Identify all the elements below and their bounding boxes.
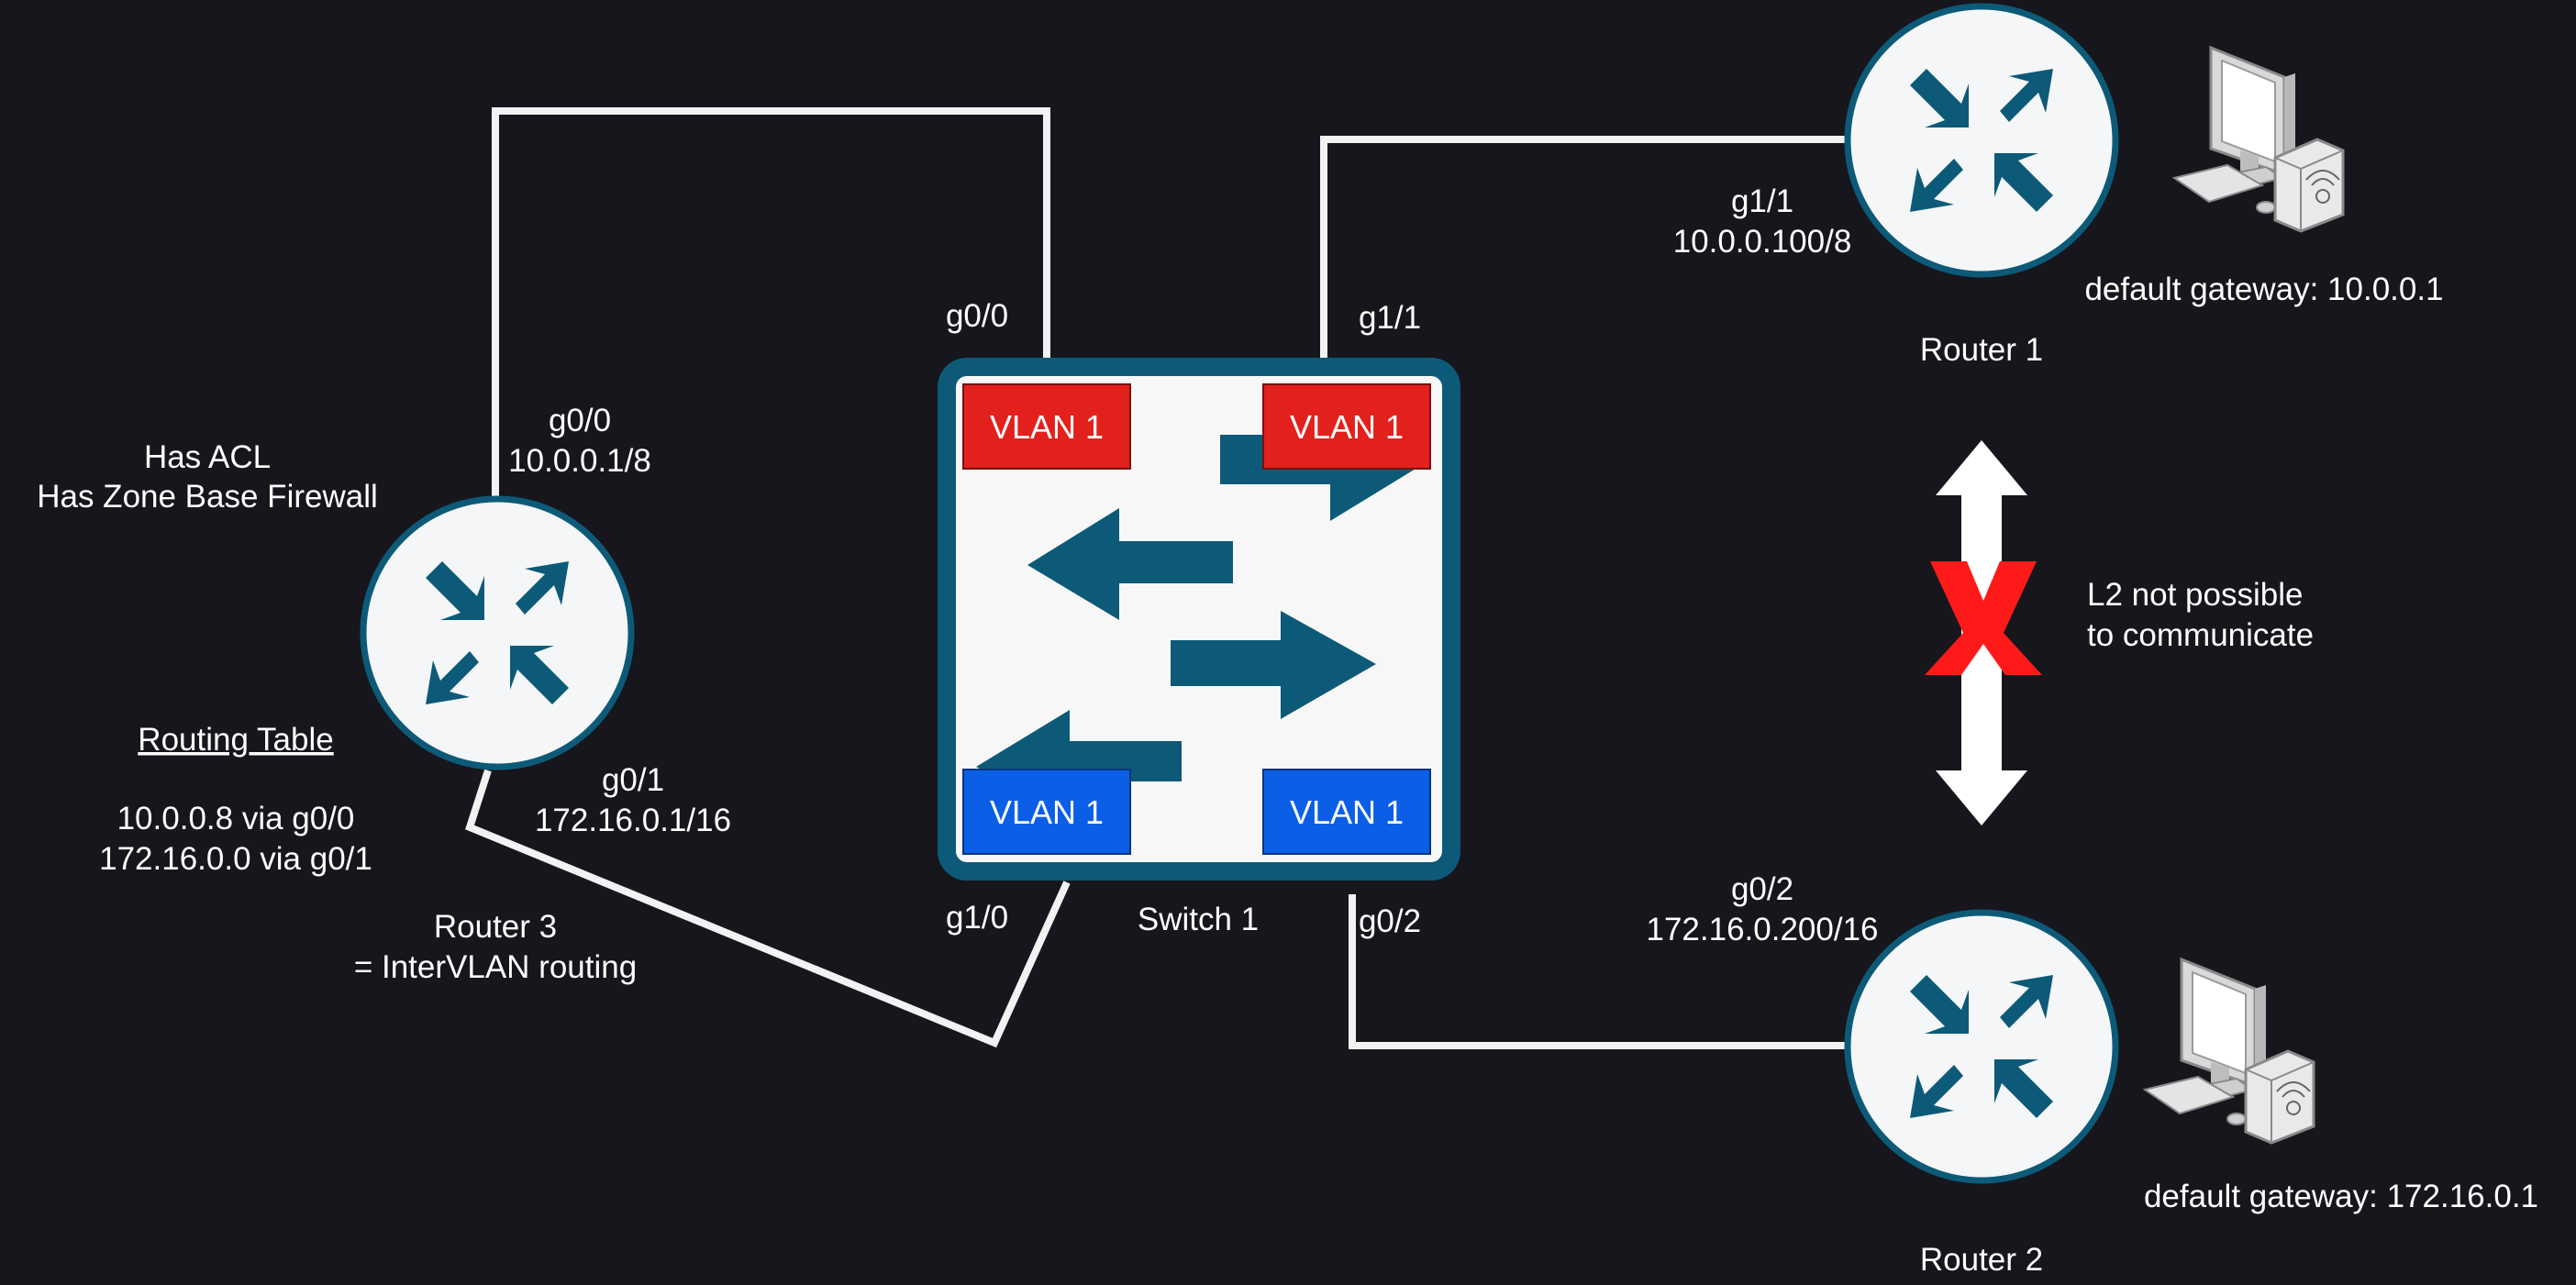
router1-name: Router 1 bbox=[1920, 332, 2043, 368]
router-1[interactable] bbox=[1848, 6, 2115, 274]
router-3[interactable] bbox=[363, 499, 631, 767]
router3-g01-ip: 172.16.0.1/16 bbox=[535, 803, 731, 838]
l2-note-line1: L2 not possible bbox=[2087, 577, 2303, 613]
router3-g00-port: g0/0 bbox=[549, 403, 611, 438]
vlan-label: VLAN 1 bbox=[1290, 408, 1404, 446]
l2-blocked-indicator bbox=[1925, 440, 2042, 825]
router3-g00-ip: 10.0.0.1/8 bbox=[508, 443, 651, 479]
router1-port: g1/1 bbox=[1731, 183, 1793, 219]
router2-ip: 172.16.0.200/16 bbox=[1646, 912, 1878, 947]
route-entry-2: 172.16.0.0 via g0/1 bbox=[99, 841, 372, 877]
router2-name: Router 2 bbox=[1920, 1242, 2043, 1278]
router-2[interactable] bbox=[1848, 913, 2115, 1180]
router3-role: = InterVLAN routing bbox=[354, 949, 637, 985]
pc1-default-gateway: default gateway: 10.0.0.1 bbox=[2084, 271, 2443, 307]
vlan-label: VLAN 1 bbox=[1290, 793, 1404, 831]
wire-switch-g02-to-router2 bbox=[1349, 894, 1848, 1049]
router3-note-firewall: Has Zone Base Firewall bbox=[37, 479, 378, 515]
switch-1[interactable]: VLAN 1 VLAN 1 VLAN 1 VLAN 1 bbox=[938, 358, 1460, 881]
wire-router3-g01-to-switch-g10 bbox=[465, 769, 1071, 1048]
desktop-computer-icon bbox=[2172, 46, 2345, 233]
desktop-computer-icon bbox=[2143, 958, 2315, 1145]
router-icon bbox=[1848, 6, 2115, 274]
switch-port-g02: g0/2 bbox=[1359, 903, 1421, 939]
pc-1[interactable] bbox=[2172, 46, 2345, 233]
route-entry-1: 10.0.0.8 via g0/0 bbox=[117, 801, 355, 836]
switch-port-g11: g1/1 bbox=[1359, 300, 1421, 336]
switch-name: Switch 1 bbox=[1138, 902, 1259, 937]
wire-switch-g11-to-router1 bbox=[1320, 136, 1846, 369]
routing-table-title: Routing Table bbox=[138, 722, 333, 758]
vlan-box-top-left[interactable]: VLAN 1 bbox=[962, 383, 1131, 470]
router2-port: g0/2 bbox=[1731, 871, 1793, 907]
router-icon bbox=[363, 499, 631, 767]
router-icon bbox=[1848, 913, 2115, 1180]
router3-g01-port: g0/1 bbox=[602, 762, 664, 798]
pc-2[interactable] bbox=[2143, 958, 2315, 1145]
red-x-icon bbox=[1925, 561, 2042, 675]
l2-note-line2: to communicate bbox=[2087, 617, 2314, 653]
vlan-label: VLAN 1 bbox=[990, 408, 1104, 446]
pc2-default-gateway: default gateway: 172.16.0.1 bbox=[2144, 1179, 2538, 1214]
vlan-box-top-right[interactable]: VLAN 1 bbox=[1262, 383, 1431, 470]
router1-ip: 10.0.0.100/8 bbox=[1673, 224, 1852, 260]
router3-name: Router 3 bbox=[434, 909, 557, 945]
switch-port-g00: g0/0 bbox=[946, 298, 1008, 334]
vlan-box-bottom-left[interactable]: VLAN 1 bbox=[962, 769, 1131, 855]
vlan-label: VLAN 1 bbox=[990, 793, 1104, 831]
switch-port-g10: g1/0 bbox=[946, 900, 1008, 936]
wire-router3-g00-to-switch-g00 bbox=[492, 107, 1050, 500]
router3-note-acl: Has ACL bbox=[144, 439, 271, 475]
vlan-box-bottom-right[interactable]: VLAN 1 bbox=[1262, 769, 1431, 855]
